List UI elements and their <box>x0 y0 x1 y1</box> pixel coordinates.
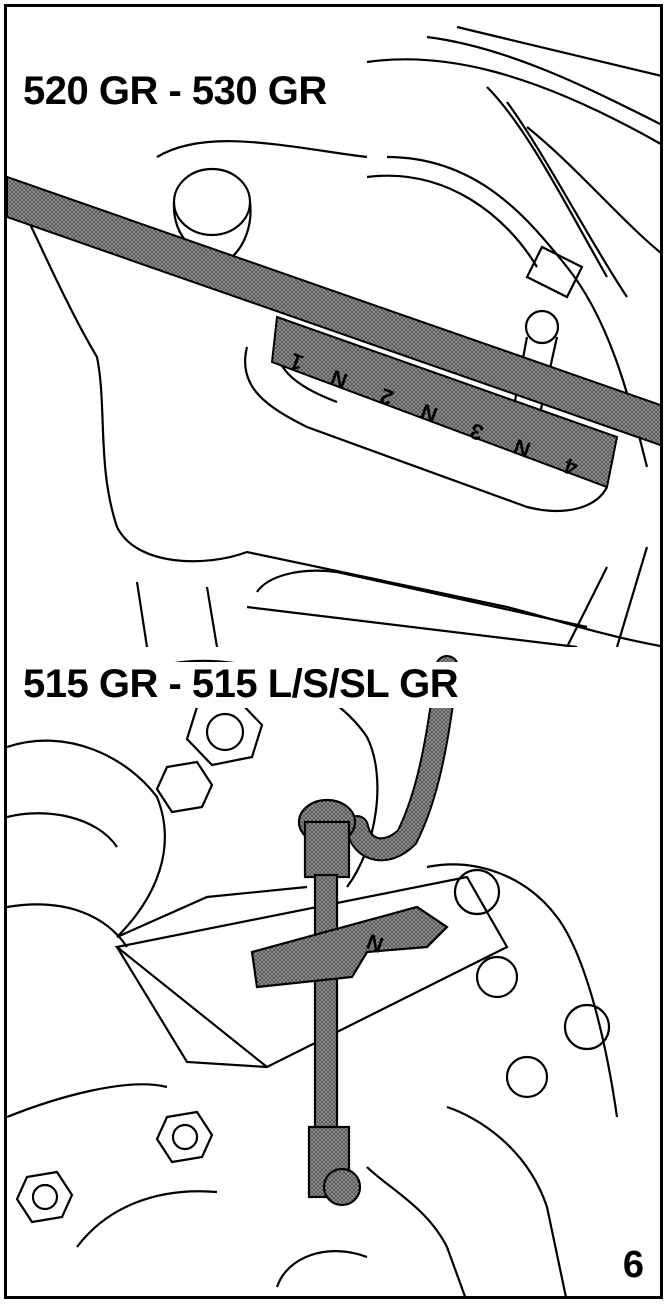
shift-gate-illustration-top: 1 N 2 N 3 N 4 <box>7 25 660 647</box>
shift-gate-illustration-bottom: N <box>7 655 619 1296</box>
model-title-top: 520 GR - 530 GR <box>23 69 333 115</box>
gear-gate-plate <box>7 175 660 489</box>
top-illustration-panel: 1 N 2 N 3 N 4 520 GR - 530 GR <box>7 7 660 647</box>
model-title-bottom: 515 GR - 515 L/S/SL GR <box>23 662 465 708</box>
bottom-illustration-panel: N 515 GR - 515 L/S/SL GR 6 <box>7 647 660 1296</box>
shift-lever-assembly <box>250 655 459 1207</box>
figure-number: 6 <box>622 1244 644 1286</box>
figure-frame: 1 N 2 N 3 N 4 520 GR - 530 GR <box>4 4 663 1299</box>
